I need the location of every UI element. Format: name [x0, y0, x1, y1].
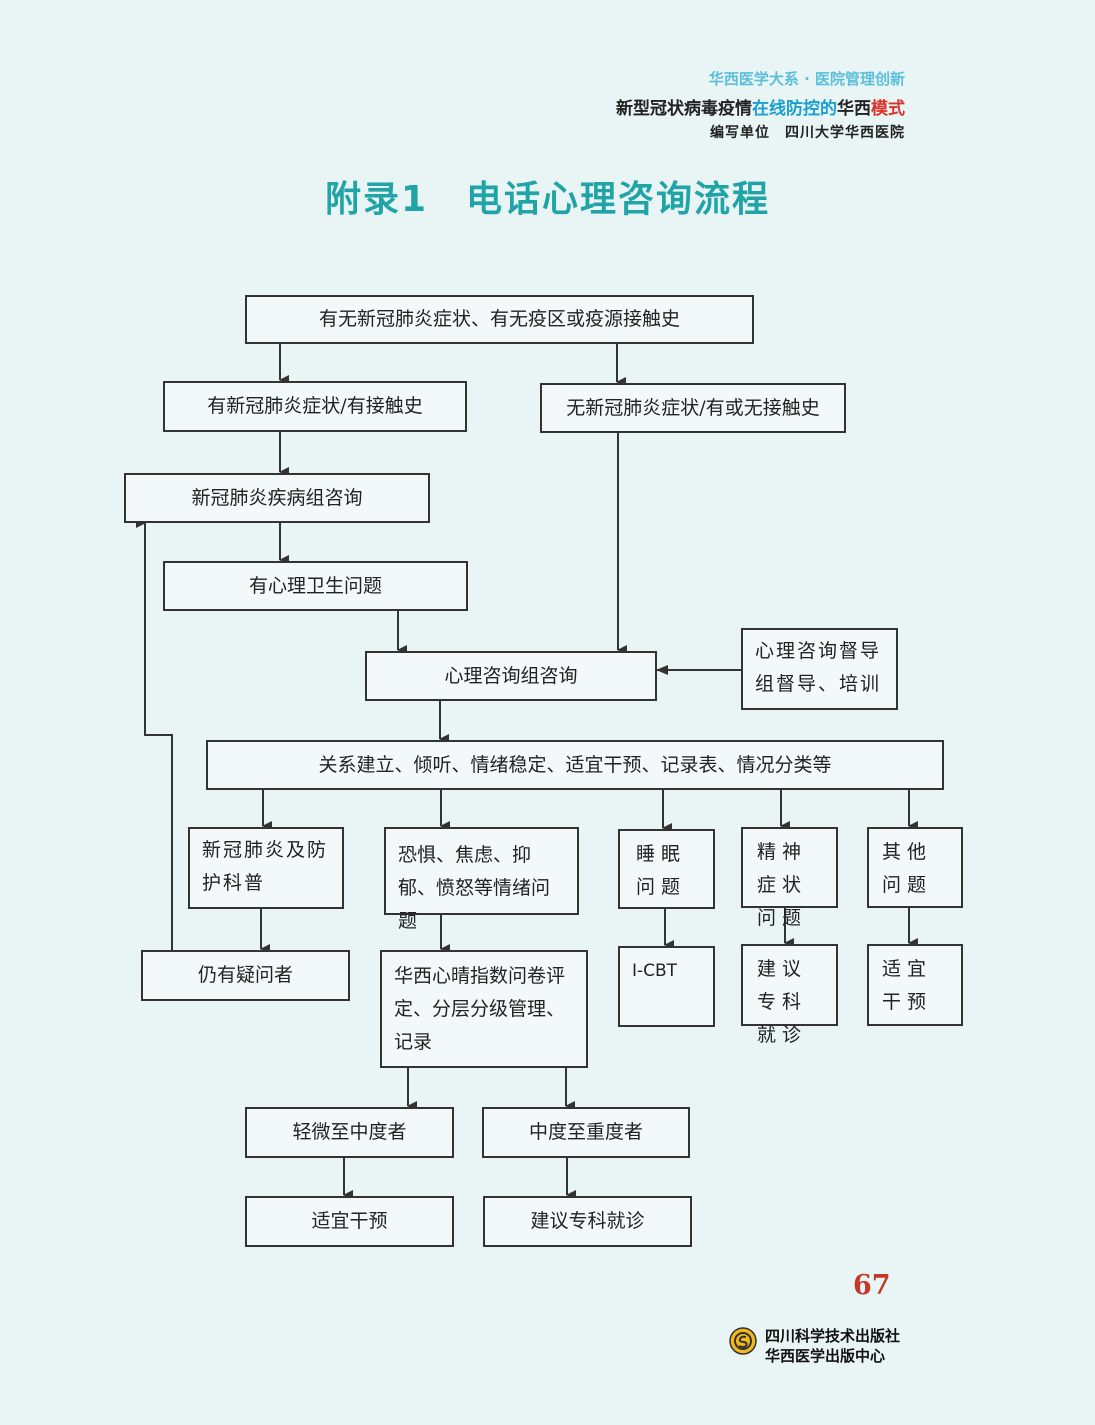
book-title-part2: 在线防控的 — [752, 99, 837, 119]
flow-box-psych-consult: 心理咨询组咨询 — [365, 651, 657, 701]
publisher-line2: 华西医学出版中心 — [765, 1347, 886, 1365]
flow-box-no-symptoms: 无新冠肺炎症状/有或无接触史 — [540, 383, 846, 433]
flow-box-cat-psychiatric: 精神症状问题 — [741, 827, 838, 929]
series-title: 华西医学大系 · 医院管理创新 — [708, 70, 905, 88]
flow-box-mild: 轻微至中度者 — [245, 1107, 454, 1158]
flow-box-cat-emotion: 恐惧、焦虑、抑郁、愤怒等情绪问题 — [384, 827, 579, 932]
flow-box-specialist: 建议专科就诊 — [741, 944, 838, 1046]
book-title: 新型冠状病毒疫情在线防控的华西模式 — [616, 94, 905, 119]
flow-box-process: 关系建立、倾听、情绪稳定、适宜干预、记录表、情况分类等 — [206, 740, 944, 790]
flow-box-supervision: 心理咨询督导组督导、培训 — [741, 628, 898, 710]
flow-box-severe: 中度至重度者 — [482, 1107, 690, 1158]
flow-box-cat-other: 其他问题 — [867, 827, 963, 908]
book-title-part1: 新型冠状病毒疫情 — [616, 99, 752, 119]
book-title-part4: 模式 — [871, 99, 905, 119]
flow-box-has-symptoms: 有新冠肺炎症状/有接触史 — [163, 381, 467, 432]
page-number: 67 — [853, 1270, 891, 1301]
book-title-part3: 华西 — [837, 99, 871, 119]
flow-box-mental-issue: 有心理卫生问题 — [163, 561, 468, 611]
flow-box-disease-consult: 新冠肺炎疾病组咨询 — [124, 473, 430, 523]
publisher-logo-icon — [729, 1327, 757, 1355]
flow-box-cat-sleep: 睡眠问题 — [618, 829, 715, 909]
flow-box-cat-education: 新冠肺炎及防护科普 — [188, 827, 344, 909]
arrow-doubt-loop — [136, 518, 173, 950]
publisher-line1: 四川科学技术出版社 — [765, 1327, 901, 1345]
flow-box-assessment: 华西心晴指数问卷评定、分层分级管理、记录 — [380, 950, 588, 1068]
flow-box-still-doubt: 仍有疑问者 — [141, 950, 350, 1001]
flow-box-mild-action: 适宜干预 — [245, 1196, 454, 1247]
author-line: 编写单位 四川大学华西医院 — [710, 125, 905, 141]
flow-box-top: 有无新冠肺炎症状、有无疫区或疫源接触史 — [245, 295, 754, 344]
flow-box-icbt: I-CBT — [618, 946, 715, 1027]
flow-box-severe-action: 建议专科就诊 — [483, 1196, 692, 1247]
flow-box-intervention: 适宜干预 — [867, 944, 963, 1026]
page-title: 附录1 电话心理咨询流程 — [324, 179, 771, 220]
